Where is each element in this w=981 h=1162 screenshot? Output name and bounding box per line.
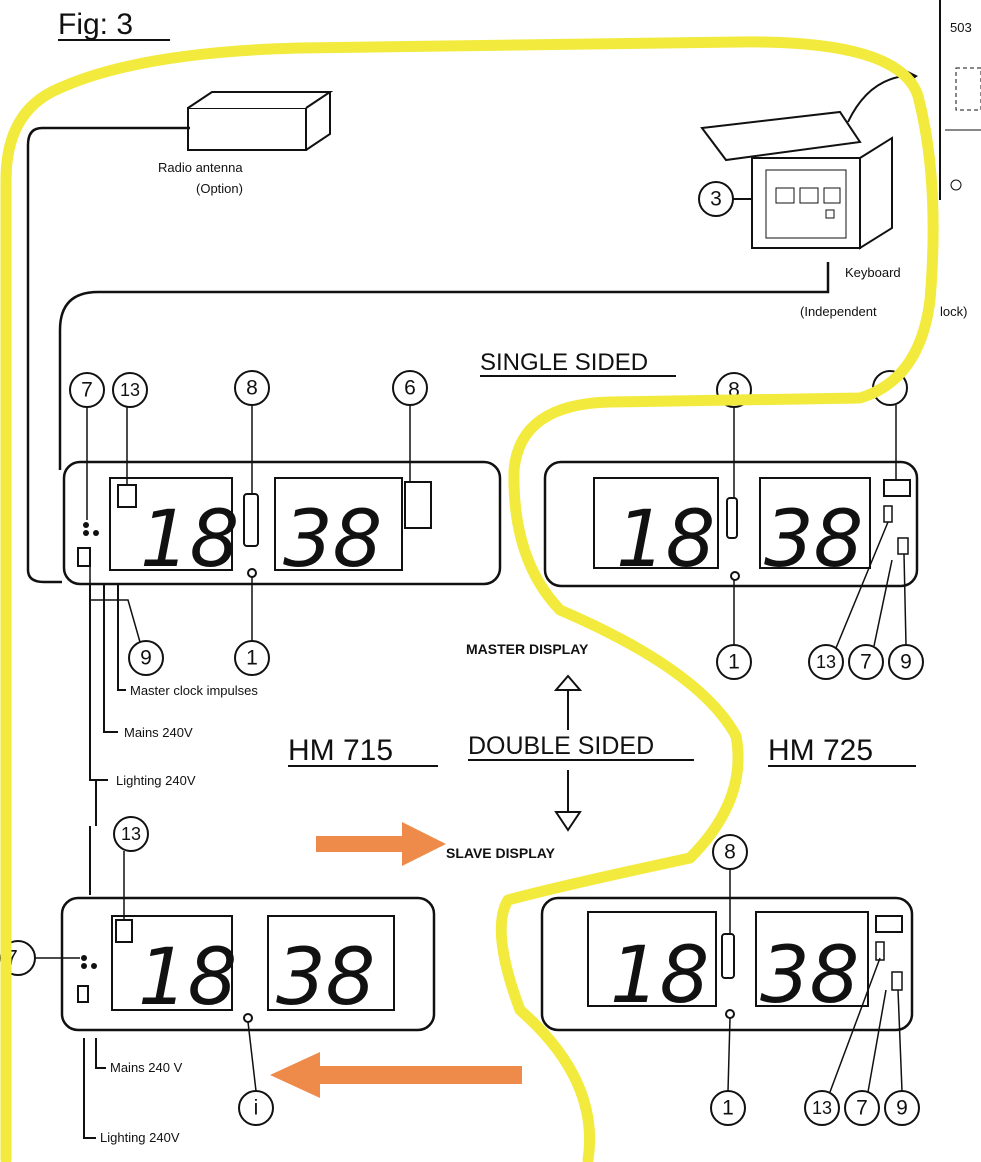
option-label: (Option) [196,181,243,196]
double-sided-heading: DOUBLE SIDED [468,732,654,760]
model-hm715: HM 715 [288,734,393,767]
partial-right-panel: 503 [939,0,981,200]
radio-antenna-box [187,91,334,151]
svg-text:8: 8 [724,841,736,864]
svg-text:i: i [254,1097,259,1120]
hm715-slave-hours: 18 [138,933,237,1023]
yellow-highlight-outline [0,36,939,1162]
hm725-master-minutes: 38 [764,495,863,585]
hm725-master-hours: 18 [616,495,715,585]
hm715-master-hours: 18 [140,495,239,585]
mains-bottom-label: Mains 240 V [110,1060,183,1075]
hm725-slave-hours: 18 [610,931,709,1021]
svg-text:7: 7 [81,379,93,402]
hm725-slave-minutes: 38 [760,931,859,1021]
antenna-cable [26,126,190,584]
svg-text:8: 8 [246,377,258,400]
orange-arrow-impulse [270,1052,522,1098]
callout-9-top: 9 [89,560,164,676]
callout-1-bottom: i [238,1021,274,1126]
callouts-13-7-9-right-top: 13 7 9 [808,521,924,680]
antenna-label: Radio antenna [158,160,243,175]
master-display-label: MASTER DISPLAY [466,641,589,657]
svg-text:1: 1 [722,1097,734,1120]
svg-text:9: 9 [896,1097,908,1120]
svg-text:7: 7 [860,651,872,674]
svg-text:13: 13 [816,652,836,672]
keyboard-label: Keyboard [845,265,901,280]
svg-text:1: 1 [728,651,740,674]
hm715-slave-minutes: 38 [276,933,375,1023]
callout-6-top: 6 [392,370,428,482]
hm715-master-minutes: 38 [283,495,382,585]
callout-13-top: 13 [112,372,148,484]
figure-title: Fig: 3 [58,8,133,41]
orange-arrow-slave [316,822,446,866]
svg-text:7: 7 [6,947,18,970]
callout-3: 3 [698,181,752,217]
svg-text:13: 13 [121,824,141,844]
svg-text:9: 9 [140,647,152,670]
svg-text:7: 7 [856,1097,868,1120]
lighting-bottom-label: Lighting 240V [100,1130,180,1145]
hm725-slave-display [540,896,914,1032]
hm725-master-display [543,460,919,588]
model-hm725: HM 725 [768,734,873,767]
master-slave-arrows [553,674,583,832]
svg-text:9: 9 [900,651,912,674]
svg-text:8: 8 [728,379,740,402]
clock-partial-label: lock) [940,304,967,319]
svg-text:3: 3 [710,188,722,211]
svg-text:13: 13 [120,380,140,400]
keyboard-unit [700,110,893,250]
master-impulses-label: Master clock impulses [130,683,258,698]
callout-1-top: 1 [234,577,270,676]
independent-label: (Independent [800,304,877,319]
slave-display-label: SLAVE DISPLAY [446,845,556,861]
callout-1-right-bottom: 1 [710,1017,746,1126]
mains-top-label: Mains 240V [124,725,193,740]
hm715-master-display [62,460,502,586]
callout-8-top: 8 [234,370,270,494]
wiring-lines [83,584,126,1139]
hm715-slave-display [60,896,436,1032]
callout-13-bottom: 13 [113,816,149,920]
callouts-13-7-9-right-bottom: 13 7 9 [804,957,920,1126]
svg-text:1: 1 [246,647,258,670]
svg-text:13: 13 [812,1098,832,1118]
callout-7-top: 7 [69,372,105,520]
svg-text:6: 6 [404,377,416,400]
lighting-top-label: Lighting 240V [116,773,196,788]
keyboard-cable [58,262,830,470]
keyboard-lid-arrow [847,75,906,123]
callout-1-right-top: 1 [716,580,752,680]
single-sided-heading: SINGLE SIDED [480,349,648,376]
callout-8-right-bottom: 8 [712,834,748,934]
partial-label: 503 [950,20,972,35]
